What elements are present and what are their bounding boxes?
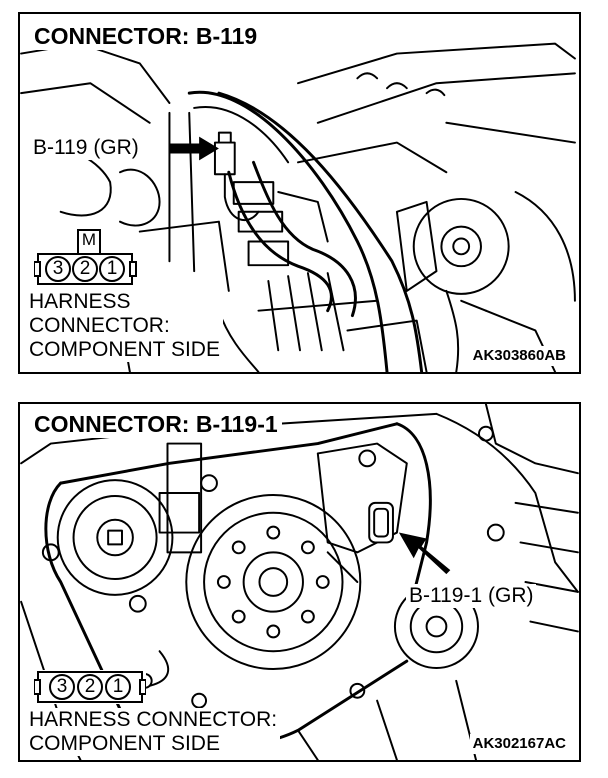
caption-line: HARNESS CONNECTOR: — [29, 708, 278, 731]
pin-label: 3 — [56, 676, 68, 697]
harness-connector-caption: HARNESS CONNECTOR: COMPONENT SIDE — [26, 708, 281, 756]
callout-arrow-icon — [398, 532, 451, 575]
panel-title: CONNECTOR: B-119-1 — [30, 410, 282, 438]
connector-pinout-diagram: M 3 2 1 — [34, 228, 138, 290]
caption-line: COMPONENT SIDE — [29, 338, 220, 361]
caption-line: HARNESS — [29, 290, 131, 313]
figure-code: AK303860AB — [469, 346, 569, 366]
pin-label: 1 — [112, 676, 124, 697]
caption-line: COMPONENT SIDE — [29, 732, 220, 755]
connector-b119-1-panel: CONNECTOR: B-119-1 B-119-1 (GR) 3 2 1 HA… — [18, 402, 581, 762]
timing-belt-illustration — [20, 404, 579, 760]
caption-line: CONNECTOR: — [29, 314, 170, 337]
connector-pinout-diagram: 3 2 1 — [34, 670, 146, 704]
connector-b119-panel: CONNECTOR: B-119 B-119 (GR) M 3 2 1 HARN… — [18, 12, 581, 374]
connector-shape-icon — [34, 229, 137, 285]
figure-code: AK302167AC — [469, 734, 569, 754]
pin-label: 3 — [52, 258, 64, 279]
connector-callout-label: B-119-1 (GR) — [406, 584, 537, 608]
connector-shape-icon — [34, 671, 146, 703]
callout-arrow-icon — [169, 136, 219, 161]
lock-label: M — [81, 230, 97, 249]
harness-connector-caption: HARNESS CONNECTOR: COMPONENT SIDE — [26, 290, 223, 362]
pin-label: 2 — [79, 258, 91, 279]
pin-label: 1 — [106, 258, 118, 279]
pin-label: 2 — [84, 676, 96, 697]
connector-callout-label: B-119 (GR) — [30, 136, 142, 160]
panel-title: CONNECTOR: B-119 — [30, 22, 262, 50]
